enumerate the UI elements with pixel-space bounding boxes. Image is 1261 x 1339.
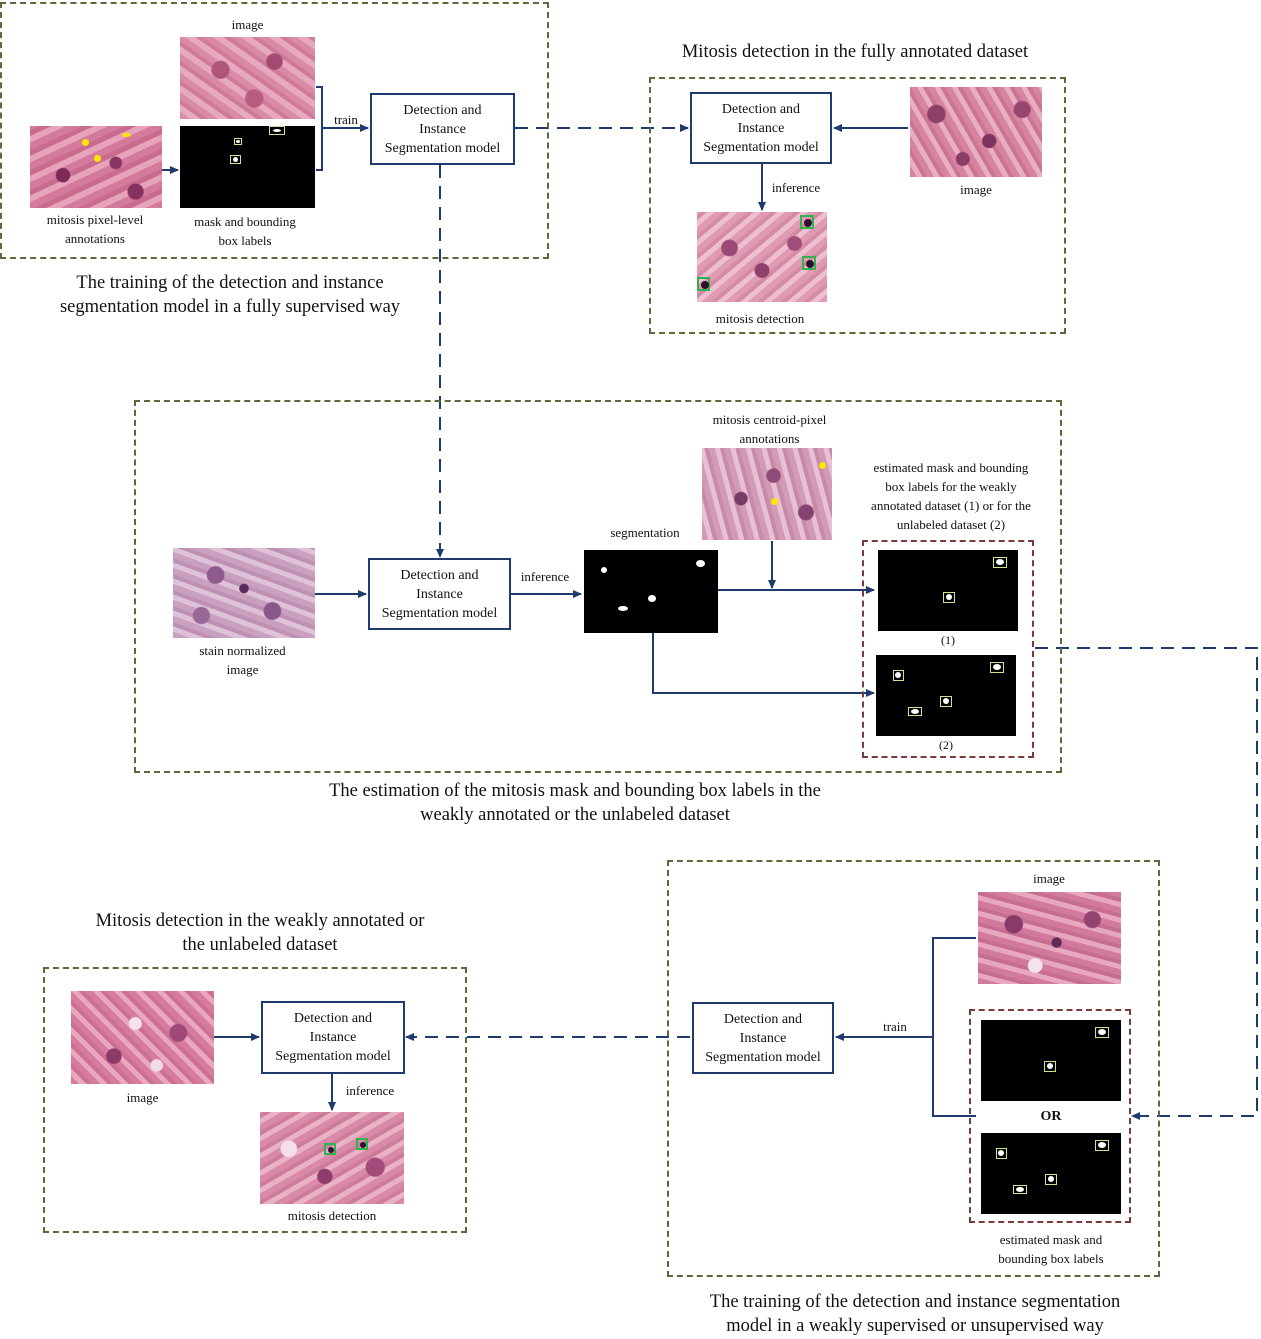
weakly-supervised-training-panel [667, 860, 1160, 1277]
bl-image-label: image [126, 1090, 159, 1105]
tl-annotations-label: mitosis pixel-level annotations [46, 212, 144, 246]
mid-panel-title: The estimation of the mitosis mask and b… [329, 781, 821, 825]
mask-blob [1098, 1142, 1106, 1148]
mid-inference-label: inference [520, 569, 570, 584]
br-estimated-mask-1 [981, 1020, 1121, 1101]
mask-blob [601, 567, 607, 573]
br-estimated-labels-box [969, 1009, 1131, 1223]
mid-estimated-mask-2 [876, 655, 1016, 736]
mask-blob [996, 559, 1004, 565]
bl-detection-label: mitosis detection [287, 1208, 377, 1223]
bbox [1095, 1027, 1109, 1038]
mask-blob [946, 594, 952, 600]
yellow-centroid-dot [819, 462, 826, 469]
mask-blob [993, 664, 1001, 670]
bbox [269, 126, 285, 135]
tl-annotated-image [30, 126, 162, 208]
mid-centroid-label: mitosis centroid-pixel annotations [712, 412, 827, 446]
mask-blob [943, 698, 949, 704]
detection-box [800, 215, 814, 229]
mask-blob [648, 595, 656, 602]
bbox [990, 662, 1004, 673]
br-image-label: image [1033, 871, 1065, 886]
mid-stain-image [173, 548, 315, 638]
br-he-image [978, 892, 1121, 984]
tl-he-image [180, 37, 315, 119]
bl-panel-title: Mitosis detection in the weakly annotate… [95, 911, 425, 955]
bl-he-image [71, 991, 214, 1084]
detection-box [697, 277, 710, 291]
mid-label-1: (1) [941, 633, 955, 647]
br-estimated-mask-2 [981, 1133, 1121, 1214]
bbox [1044, 1061, 1056, 1072]
mid-model-box: Detection and Instance Segmentation mode… [368, 558, 511, 630]
detection-box [324, 1143, 336, 1155]
mid-estimated-label: estimated mask and bounding box labels f… [871, 460, 1031, 532]
bbox [1045, 1174, 1057, 1185]
yellow-annotation-dot [94, 155, 101, 162]
bbox [230, 155, 241, 164]
tl-mask-image [180, 126, 315, 208]
bl-detection-image [260, 1112, 404, 1204]
mid-label-2: (2) [939, 738, 953, 752]
bbox [993, 557, 1007, 568]
mask-blob [1098, 1029, 1106, 1035]
label-estimation-panel [134, 400, 1062, 773]
tl-model-box: Detection and Instance Segmentation mode… [370, 93, 515, 165]
tr-he-image [910, 87, 1042, 177]
fully-supervised-training-panel [0, 2, 549, 259]
bl-model-box: Detection and Instance Segmentation mode… [261, 1001, 405, 1074]
mask-blob [911, 709, 919, 714]
mid-segmentation-image [584, 550, 718, 633]
yellow-annotation-dot [122, 133, 131, 137]
tl-panel-title: The training of the detection and instan… [59, 273, 401, 317]
weak-detection-panel [43, 967, 467, 1233]
br-model-box: Detection and Instance Segmentation mode… [692, 1002, 834, 1074]
mask-blob [233, 157, 238, 162]
mask-blob [236, 140, 240, 143]
tl-mask-label: mask and bounding box labels [194, 214, 296, 248]
br-or-label: OR [1040, 1109, 1062, 1124]
br-estimated-label: estimated mask and bounding box labels [998, 1232, 1104, 1266]
mask-blob [1047, 1063, 1053, 1069]
mid-estimated-mask-1 [878, 550, 1018, 631]
mask-blob [618, 606, 628, 611]
fully-annotated-detection-panel [649, 77, 1066, 334]
bbox [893, 670, 904, 681]
mid-segmentation-label: segmentation [610, 525, 680, 540]
mid-centroid-image [702, 448, 832, 540]
br-train-label: train [883, 1019, 907, 1034]
bbox [1095, 1140, 1109, 1151]
mask-blob [1016, 1187, 1024, 1192]
bbox [943, 592, 955, 603]
bbox [940, 696, 952, 707]
detection-box [356, 1138, 368, 1150]
tr-inference-label: inference [771, 180, 821, 195]
estimated-labels-box [862, 540, 1034, 758]
bbox [234, 138, 242, 145]
tr-model-box: Detection and Instance Segmentation mode… [690, 92, 832, 164]
tr-detection-label: mitosis detection [715, 311, 805, 326]
detection-box [802, 256, 816, 270]
tl-train-label: train [334, 112, 358, 127]
tr-panel-title: Mitosis detection in the fully annotated… [681, 42, 1029, 62]
bbox [908, 707, 922, 716]
mask-blob [895, 672, 901, 678]
mask-blob [696, 560, 705, 567]
mask-blob [1048, 1176, 1054, 1182]
bbox [996, 1148, 1007, 1159]
br-panel-title: The training of the detection and instan… [709, 1292, 1121, 1336]
bl-inference-label: inference [345, 1083, 395, 1098]
bbox [1013, 1185, 1027, 1194]
tl-image-label: image [231, 17, 264, 32]
mask-blob [273, 129, 281, 132]
mask-blob [998, 1150, 1004, 1156]
tr-detection-image [697, 212, 827, 302]
tr-image-label: image [960, 182, 992, 197]
yellow-annotation-dot [82, 139, 89, 146]
mid-stain-label: stain normalized image [199, 643, 286, 677]
yellow-centroid-dot [771, 498, 778, 505]
